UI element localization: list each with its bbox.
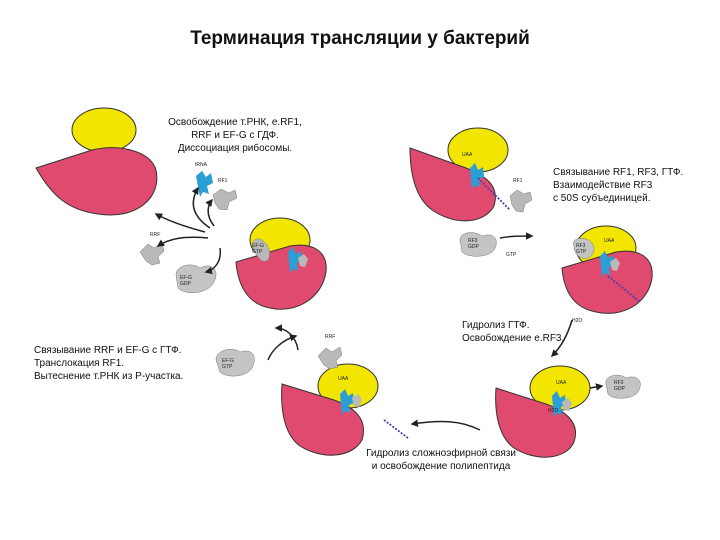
svg-text:GTP: GTP: [252, 249, 263, 255]
svg-text:GTP: GTP: [222, 364, 233, 370]
rf1-free-label: RF1: [218, 178, 228, 184]
efg-gdp-sub: GDP: [180, 281, 192, 287]
released-polypeptide: [383, 419, 409, 439]
rrf-free-label: RRF: [150, 232, 160, 238]
released-rrf: RRF: [139, 232, 165, 266]
efg-gdp-label: EF-G: [180, 275, 192, 281]
svg-text:GTP: GTP: [506, 252, 517, 258]
rf3-gdp-released: RF3 GDP: [605, 374, 641, 399]
svg-text:GTP: GTP: [576, 249, 587, 255]
rrf-incoming: RRF: [317, 334, 343, 370]
svg-text:EF-G: EF-G: [252, 243, 264, 249]
rf1-approach: RF1: [509, 178, 533, 213]
svg-text:RF3: RF3: [614, 380, 624, 386]
trna-label: tRNA: [195, 162, 208, 168]
svg-text:GDP: GDP: [468, 244, 480, 250]
uaa-label-2: UAA: [604, 238, 615, 244]
free-ribosome: [35, 107, 158, 216]
step2-caption: Гидролиз ГТФ. Освобождение е.RF3.: [462, 320, 565, 344]
svg-text:GDP: GDP: [614, 386, 626, 392]
released-trna: tRNA: [195, 162, 213, 197]
ribosome-uaa: UAA: [409, 127, 511, 222]
uaa-label-4: UAA: [338, 376, 349, 382]
diagram-title: Терминация трансляции у бактерий: [190, 28, 530, 49]
uaa-label-3: UAA: [556, 380, 567, 386]
svg-text:RF3: RF3: [468, 238, 478, 244]
svg-text:RRF: RRF: [325, 334, 335, 340]
free-large-subunit: [35, 147, 158, 216]
ribosome-rf-bound: RF3 GTP UAA: [561, 225, 653, 314]
uaa-label-1: UAA: [462, 152, 473, 158]
step3-caption: Гидролиз сложноэфирной связи и освобожде…: [366, 448, 516, 472]
step1-caption: Связывание RF1, RF3, ГТФ. Взаимодействие…: [553, 167, 684, 204]
free-small-subunit: [71, 107, 137, 153]
rf3-gdp-approach: RF3 GDP GTP: [459, 232, 517, 258]
svg-text:RF1: RF1: [513, 178, 523, 184]
released-efg-gdp: EF-G GDP: [175, 264, 217, 294]
h2o-label-1: H2O: [572, 318, 582, 324]
ribosome-efg: EF-G GTP: [235, 217, 327, 310]
step4-caption: Связывание RRF и EF-G с ГТФ. Транслокаци…: [34, 345, 184, 382]
efg-gtp-incoming: EF-G GTP: [215, 349, 255, 377]
ribosome-rrf: UAA: [281, 363, 379, 456]
released-rf1: RF1: [212, 178, 238, 211]
ribosome-hydrolysis: UAA H2O: [495, 365, 591, 458]
step5-caption: Освобождение т.РНК, е.RF1, RRF и EF-G с …: [168, 117, 302, 154]
svg-text:EF-G: EF-G: [222, 358, 234, 364]
svg-text:RF3: RF3: [576, 243, 586, 249]
h2o-label-2: H2O: [548, 408, 558, 414]
